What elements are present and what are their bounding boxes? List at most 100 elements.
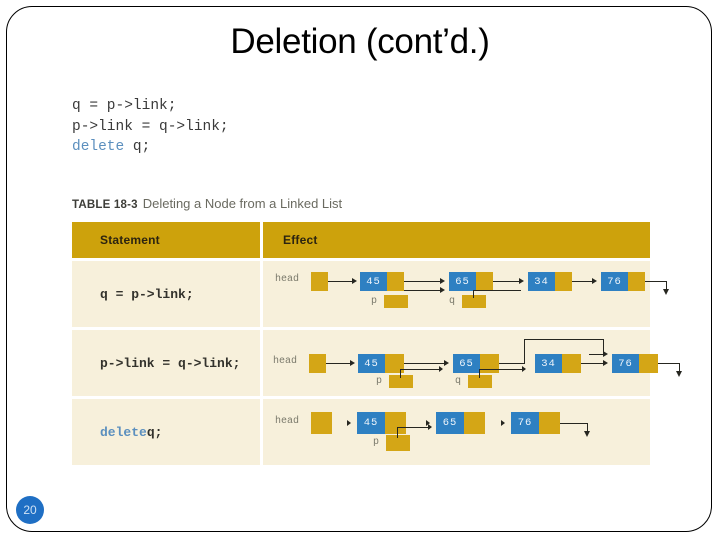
node-link	[639, 354, 658, 373]
q-pointer-line	[473, 290, 475, 298]
node-value: 34	[528, 272, 555, 291]
q-label: q	[455, 376, 462, 387]
head-label: head	[275, 274, 300, 285]
arrow-head	[426, 420, 430, 426]
node-value: 45	[360, 272, 387, 291]
head-label: head	[275, 416, 300, 427]
link-line	[404, 290, 442, 292]
table-header-effect: Effect	[260, 222, 650, 258]
list-node: 45	[360, 272, 404, 291]
link-line	[404, 363, 446, 365]
arrow-head	[428, 424, 432, 430]
p-pointer-box	[389, 375, 413, 388]
table-caption-number: TABLE 18-3	[72, 199, 138, 211]
null-line	[645, 281, 667, 283]
code-line-1: q = p->link;	[72, 98, 177, 114]
node-link	[385, 354, 404, 373]
p-pointer-box	[386, 435, 410, 451]
node-value: 34	[535, 354, 562, 373]
link-line	[404, 281, 442, 283]
code-block: q = p->link; p->link = q->link; delete q…	[72, 96, 229, 158]
p-pointer-line	[400, 369, 402, 378]
null-line	[658, 363, 680, 365]
null-line	[560, 423, 588, 425]
node-link	[464, 412, 485, 434]
link-line	[581, 363, 605, 365]
code-keyword-delete: delete	[72, 139, 125, 155]
code-line-3-rest: q;	[124, 139, 151, 155]
node-value: 76	[601, 272, 628, 291]
node-link	[476, 272, 493, 291]
bypass-line	[524, 339, 604, 341]
null-line	[666, 281, 668, 291]
slide-number: 20	[16, 496, 44, 524]
arrow-head	[347, 420, 351, 426]
link-line	[493, 281, 521, 283]
list-node: 76	[511, 412, 560, 434]
q-label: q	[449, 296, 456, 307]
p-pointer-box	[384, 295, 408, 308]
bypass-line	[589, 354, 605, 356]
q-pointer-line	[473, 290, 521, 292]
node-link	[480, 354, 499, 373]
row-statement: q = p->link;	[72, 261, 260, 327]
node-value: 76	[511, 412, 539, 434]
arrow-null	[676, 371, 682, 377]
node-value: 65	[449, 272, 476, 291]
arrow-head	[440, 287, 445, 293]
node-link	[562, 354, 581, 373]
node-value: 76	[612, 354, 639, 373]
table-row: p->link = q->link; head 45 65	[72, 327, 682, 396]
row-statement: p->link = q->link;	[72, 330, 260, 396]
list-node: 76	[612, 354, 658, 373]
list-node: 76	[601, 272, 645, 291]
arrow-head	[352, 278, 357, 284]
head-pointer-box	[309, 354, 326, 373]
arrow-head	[440, 278, 445, 284]
arrow-null	[663, 289, 669, 295]
node-value: 65	[453, 354, 480, 373]
row-effect: head 45 65 76	[260, 399, 650, 465]
node-value: 45	[357, 412, 385, 434]
table-row: delete q; head 45 65	[72, 396, 650, 465]
p-pointer-line	[397, 427, 431, 429]
row-effect: head 45 65	[260, 330, 682, 396]
null-line	[587, 423, 589, 433]
row-effect: head 45 65	[260, 261, 669, 327]
table-header-statement: Statement	[100, 233, 160, 247]
arrow-head	[350, 360, 355, 366]
head-pointer-box	[311, 412, 332, 434]
linked-list-diagram: head 45 65 76	[263, 399, 650, 465]
p-label: p	[376, 376, 383, 387]
node-value: 45	[358, 354, 385, 373]
link-line	[572, 281, 594, 283]
q-pointer-box	[462, 295, 486, 308]
head-pointer-box	[311, 272, 328, 291]
list-node: 65	[449, 272, 493, 291]
node-value: 65	[436, 412, 464, 434]
arrow-head	[519, 278, 524, 284]
p-pointer-line	[400, 369, 442, 371]
node-link	[387, 272, 404, 291]
row-statement-keyword: delete	[100, 424, 147, 440]
linked-list-diagram: head 45 65	[263, 330, 682, 396]
table-caption-text: Deleting a Node from a Linked List	[142, 196, 343, 211]
bypass-line	[524, 339, 526, 364]
linked-list-diagram: head 45 65	[263, 261, 669, 327]
row-statement: delete q;	[72, 399, 260, 465]
p-label: p	[373, 437, 380, 448]
head-label: head	[273, 356, 298, 367]
node-link	[555, 272, 572, 291]
table-caption: TABLE 18-3 Deleting a Node from a Linked …	[72, 196, 342, 211]
null-line	[679, 363, 681, 373]
arrow-head	[592, 278, 597, 284]
list-node: 65	[453, 354, 499, 373]
table-header-row: Statement Effect	[72, 222, 650, 258]
link-line	[326, 363, 352, 365]
deletion-table: Statement Effect q = p->link; head 45	[72, 222, 682, 465]
list-node: 34	[535, 354, 581, 373]
list-node: 34	[528, 272, 572, 291]
row-statement-rest: q;	[146, 424, 163, 440]
link-line	[328, 281, 354, 283]
